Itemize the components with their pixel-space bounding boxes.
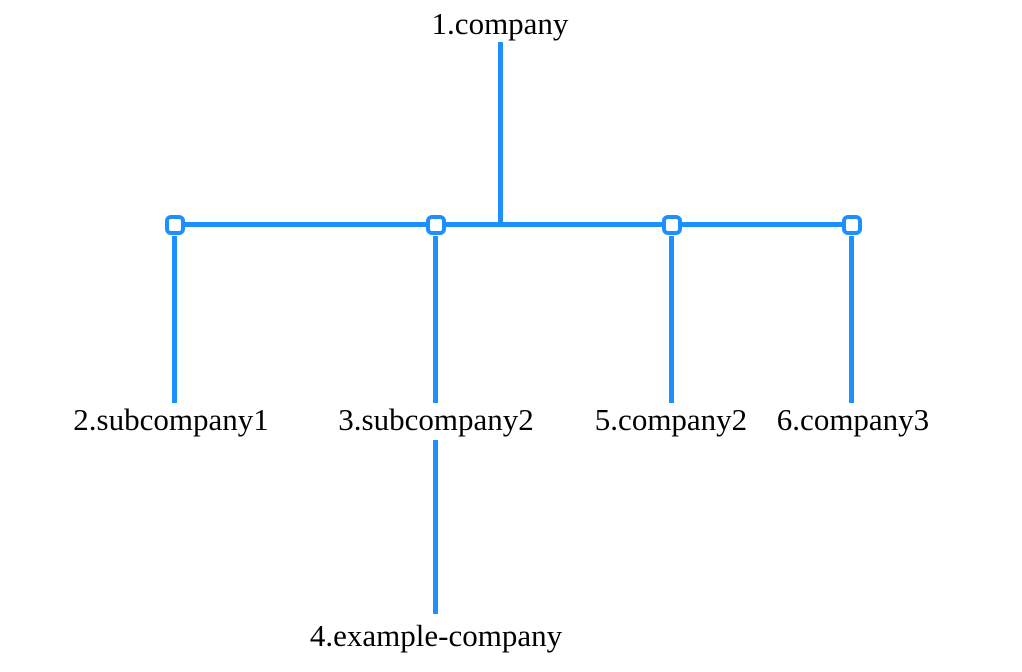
node-label-example-company[interactable]: 4.example-company xyxy=(309,618,563,653)
edge-to-subcompany1 xyxy=(172,236,177,403)
node-label-company3[interactable]: 6.company3 xyxy=(776,402,930,437)
node-anchor-icon[interactable] xyxy=(662,215,682,235)
edge-branch-bar xyxy=(175,222,852,227)
node-anchor-icon[interactable] xyxy=(842,215,862,235)
edge-to-company2 xyxy=(669,236,674,403)
node-label-subcompany2[interactable]: 3.subcompany2 xyxy=(338,402,534,437)
node-label-subcompany1[interactable]: 2.subcompany1 xyxy=(73,402,269,437)
edge-to-example-company xyxy=(433,440,438,614)
node-label-company2[interactable]: 5.company2 xyxy=(594,402,748,437)
node-label-company[interactable]: 1.company xyxy=(431,6,569,41)
edge-to-subcompany2 xyxy=(433,236,438,403)
edge-to-company3 xyxy=(849,236,854,403)
edge-root-stem xyxy=(498,42,503,226)
node-anchor-icon[interactable] xyxy=(426,215,446,235)
node-anchor-icon[interactable] xyxy=(165,215,185,235)
